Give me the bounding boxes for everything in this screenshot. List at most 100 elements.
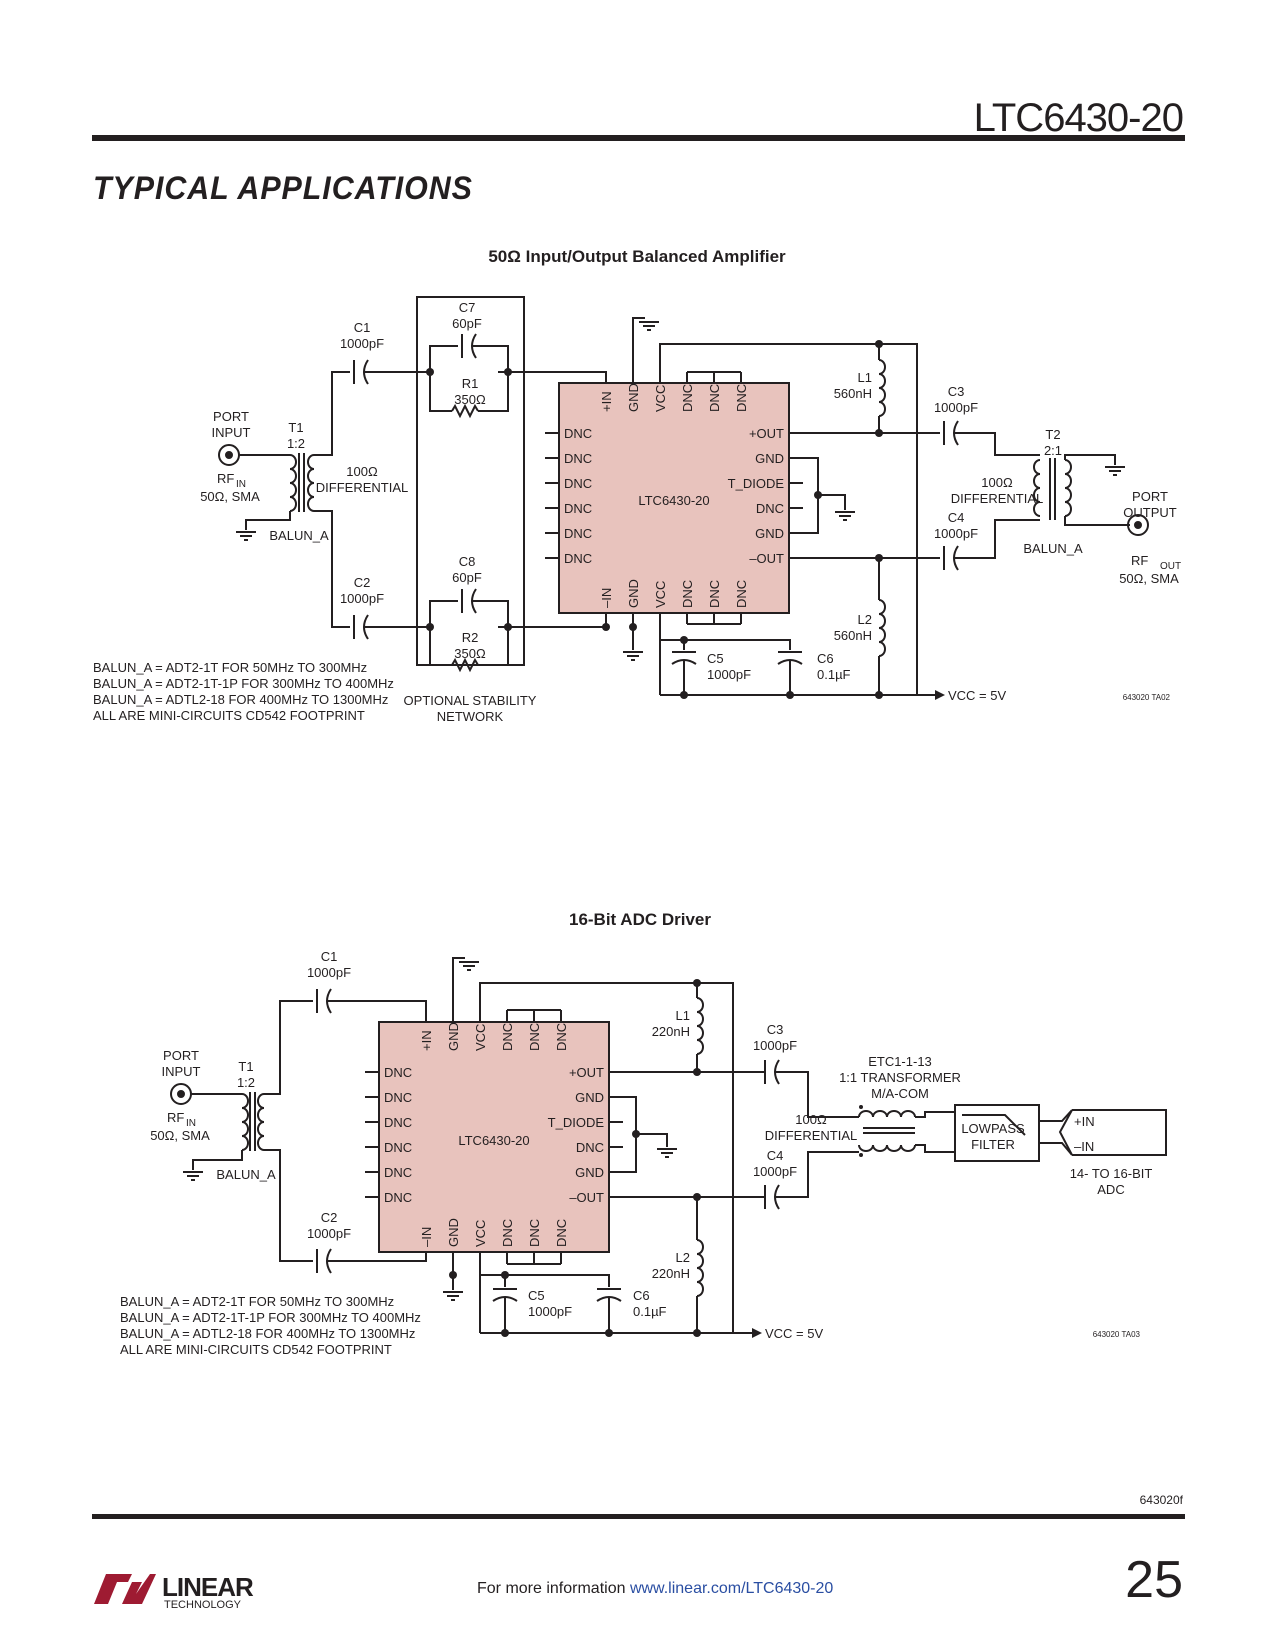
- pin-label: GND: [755, 451, 784, 466]
- c4-value: 1000pF: [934, 526, 978, 541]
- diff-label-2: DIFFERENTIAL: [765, 1128, 857, 1143]
- figure-1: [218, 296, 1149, 700]
- pin-label: DNC: [564, 501, 592, 516]
- fig1-bottom-pins: –IN GND VCC DNC DNC DNC: [599, 579, 749, 608]
- rf-in-spec: 50Ω, SMA: [200, 489, 260, 504]
- c3-value: 1000pF: [934, 400, 978, 415]
- adc-pin-label: –IN: [1074, 1139, 1094, 1154]
- port-input-label-2: INPUT: [212, 425, 251, 440]
- l2-value: 220nH: [652, 1266, 690, 1281]
- rf-in-label: RF: [217, 471, 234, 486]
- diff-in-label-2: DIFFERENTIAL: [316, 480, 408, 495]
- c7-value: 60pF: [452, 316, 482, 331]
- diff-in-label: 100Ω: [346, 464, 378, 479]
- pin-label: GND: [446, 1218, 461, 1247]
- note-line: ALL ARE MINI-CIRCUITS CD542 FOOTPRINT: [120, 1342, 392, 1357]
- rf-in-sub: IN: [236, 479, 246, 490]
- c5-value: 1000pF: [528, 1304, 572, 1319]
- pin-label: DNC: [384, 1090, 412, 1105]
- pin-label: GND: [626, 579, 641, 608]
- fig1-ic-name: LTC6430-20: [638, 493, 709, 508]
- fig2-ic-name: LTC6430-20: [458, 1133, 529, 1148]
- pin-label: DNC: [384, 1165, 412, 1180]
- pin-label: +OUT: [749, 426, 784, 441]
- pin-label: DNC: [734, 384, 749, 412]
- pin-label: DNC: [384, 1065, 412, 1080]
- c2-label: C2: [321, 1210, 338, 1225]
- c1-value: 1000pF: [340, 336, 384, 351]
- pin-label: DNC: [384, 1115, 412, 1130]
- part-number: LTC6430-20: [973, 96, 1184, 140]
- port-input-label: PORT: [213, 409, 249, 424]
- fig1-code: 643020 TA02: [1123, 693, 1171, 702]
- footer-link[interactable]: www.linear.com/LTC6430-20: [629, 1580, 834, 1597]
- c6-label: C6: [817, 651, 834, 666]
- ic-ltc6430-fig2: [378, 1021, 610, 1253]
- pin-label: GND: [626, 383, 641, 412]
- c3-label: C3: [767, 1022, 784, 1037]
- fig2-code: 643020 TA03: [1093, 1330, 1141, 1339]
- note-line: BALUN_A = ADT2-1T FOR 50MHz TO 300MHz: [93, 660, 367, 675]
- fig1-left-pins: DNC DNC DNC DNC DNC DNC: [564, 426, 592, 566]
- adc-pin-label: +IN: [1074, 1114, 1095, 1129]
- balun-in-label: BALUN_A: [269, 528, 329, 543]
- l1-label: L1: [676, 1008, 690, 1023]
- c5-label: C5: [528, 1288, 545, 1303]
- l2-label: L2: [676, 1250, 690, 1265]
- pin-label: T_DIODE: [728, 476, 785, 491]
- c4-label: C4: [948, 510, 965, 525]
- pin-label: –OUT: [749, 551, 784, 566]
- pin-label: –OUT: [569, 1190, 604, 1205]
- pin-label: DNC: [576, 1140, 604, 1155]
- xfmr-label-2: 1:1 TRANSFORMER: [839, 1070, 961, 1085]
- t2-label: T2: [1045, 427, 1060, 442]
- diff-out-label: 100Ω: [981, 475, 1013, 490]
- fig2-top-pins: +IN GND VCC DNC DNC DNC: [419, 1022, 569, 1051]
- figure-2: [170, 957, 1167, 1338]
- fig1-title: 50Ω Input/Output Balanced Amplifier: [488, 247, 786, 266]
- rf-in-sub: IN: [186, 1118, 196, 1129]
- rf-out-label: RF: [1131, 553, 1148, 568]
- c6-value: 0.1µF: [633, 1304, 667, 1319]
- balun-out-label: BALUN_A: [1023, 541, 1083, 556]
- xfmr-label-3: M/A-COM: [871, 1086, 929, 1101]
- l2-label: L2: [858, 612, 872, 627]
- stability-label-2: NETWORK: [437, 709, 504, 724]
- c2-value: 1000pF: [307, 1226, 351, 1241]
- c1-label: C1: [354, 320, 371, 335]
- linear-logo: LINEAR TECHNOLOGY: [94, 1572, 255, 1610]
- pin-label: VCC: [473, 1220, 488, 1247]
- pin-label: DNC: [384, 1190, 412, 1205]
- rf-in-label: RF: [167, 1110, 184, 1125]
- l2-value: 560nH: [834, 628, 872, 643]
- c6-value: 0.1µF: [817, 667, 851, 682]
- rf-out-spec: 50Ω, SMA: [1119, 571, 1179, 586]
- adc-label-2: ADC: [1097, 1182, 1124, 1197]
- r2-label: R2: [462, 630, 479, 645]
- l1-label: L1: [858, 370, 872, 385]
- port-input-label: PORT: [163, 1048, 199, 1063]
- pin-label: DNC: [554, 1219, 569, 1247]
- c4-label: C4: [767, 1148, 784, 1163]
- rf-in-spec: 50Ω, SMA: [150, 1128, 210, 1143]
- vcc-label: VCC = 5V: [765, 1326, 823, 1341]
- pin-label: DNC: [707, 580, 722, 608]
- c2-value: 1000pF: [340, 591, 384, 606]
- note-line: BALUN_A = ADT2-1T-1P FOR 300MHz TO 400MH…: [120, 1310, 421, 1325]
- header-rule: [92, 135, 1185, 141]
- section-title: TYPICAL APPLICATIONS: [93, 170, 473, 206]
- rf-out-sub: OUT: [1160, 561, 1181, 572]
- c1-label: C1: [321, 949, 338, 964]
- port-input-label-2: INPUT: [162, 1064, 201, 1079]
- pin-label: –IN: [599, 588, 614, 608]
- t1-ratio: 1:2: [237, 1075, 255, 1090]
- pin-label: DNC: [527, 1023, 542, 1051]
- note-line: ALL ARE MINI-CIRCUITS CD542 FOOTPRINT: [93, 708, 365, 723]
- adc-label: 14- TO 16-BIT: [1070, 1166, 1153, 1181]
- t1-label: T1: [238, 1059, 253, 1074]
- pin-label: DNC: [564, 426, 592, 441]
- balun-label: BALUN_A: [216, 1167, 276, 1182]
- filter-label-2: FILTER: [971, 1137, 1015, 1152]
- note-line: BALUN_A = ADTL2-18 FOR 400MHz TO 1300MHz: [93, 692, 388, 707]
- fig2-title: 16-Bit ADC Driver: [569, 910, 711, 929]
